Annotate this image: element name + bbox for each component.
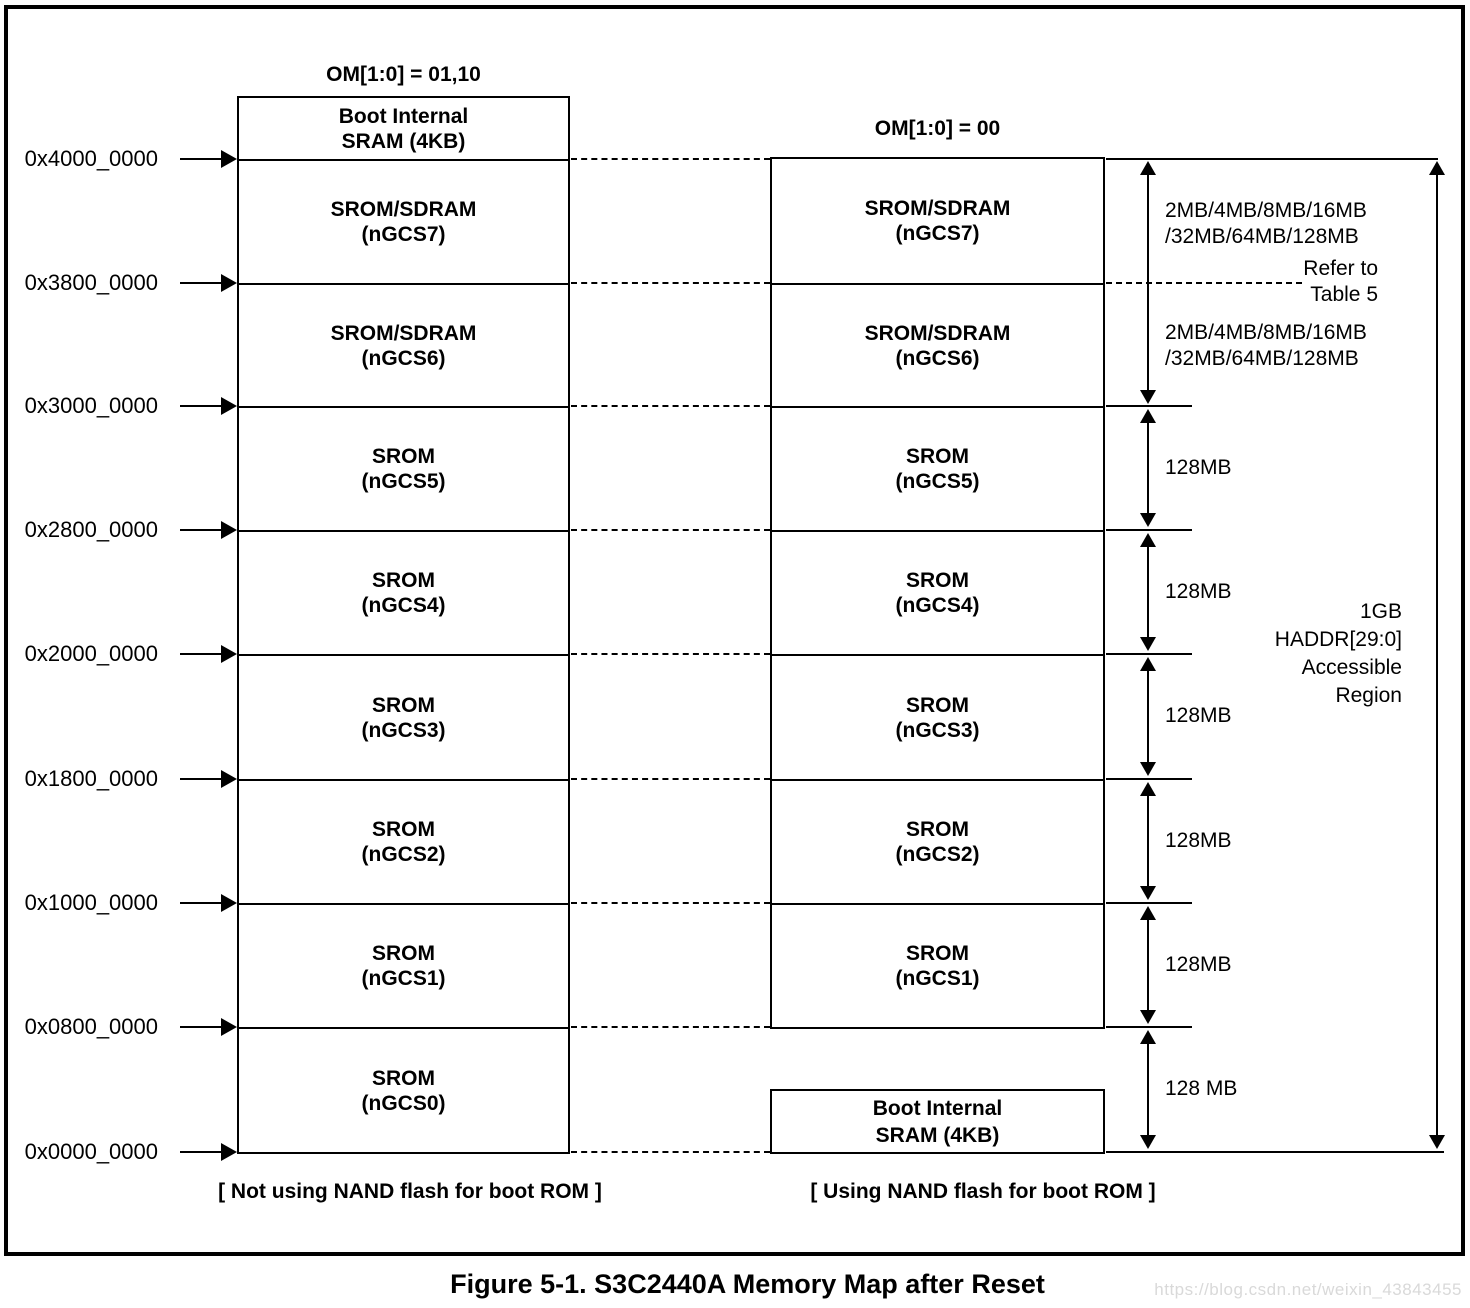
address-label-0x4000: 0x4000_0000 [24, 146, 158, 171]
dashed-boundary-line [571, 282, 770, 284]
watermark: https://blog.csdn.net/weixin_43843455 [1154, 1280, 1462, 1299]
dashed-boundary-line [571, 1026, 770, 1028]
size-tick-line [1106, 529, 1192, 531]
srom-size-note-ngcs1: 128MB [1165, 953, 1232, 976]
haddr-accessible-region-note: 1GB HADDR[29:0] Accessible Region [1274, 600, 1402, 707]
address-arrow-head [221, 521, 237, 539]
size-tick-line [1106, 1026, 1192, 1028]
address-label-0x2800: 0x2800_0000 [24, 517, 158, 542]
right-segment-ngcs6: SROM/SDRAM (nGCS6) [772, 283, 1103, 406]
srom-size-note-ngcs5: 128MB [1165, 456, 1232, 479]
srom-size-note-ngcs3: 128MB [1165, 704, 1232, 727]
right-map-header: OM[1:0] = 00 [874, 117, 1001, 140]
address-label-0x1000: 0x1000_0000 [24, 890, 158, 915]
size-arrow-ngcs1 [1140, 906, 1156, 1024]
address-arrow-head [221, 397, 237, 415]
size-tick-line [1106, 778, 1192, 780]
srom-size-note-ngcs4: 128MB [1165, 580, 1232, 603]
size-arrow-ngcs3 [1140, 657, 1156, 776]
size-arrow-ngcs4 [1140, 533, 1156, 651]
left-segment-ngcs0: SROM (nGCS0) [239, 1027, 568, 1152]
address-arrow-head [221, 894, 237, 912]
refer-table-note: Refer to Table 5 [1303, 257, 1378, 306]
size-arrow-ngcs2 [1140, 782, 1156, 900]
size-arrow-sdram-region [1140, 161, 1156, 404]
address-label-0x1800: 0x1800_0000 [24, 766, 158, 791]
address-arrow-shaft [180, 653, 222, 655]
address-arrow-shaft [180, 529, 222, 531]
address-arrow-head [221, 150, 237, 168]
srom-size-note-bottom: 128 MB [1165, 1077, 1238, 1100]
top-boundary-line [1106, 158, 1438, 160]
dashed-boundary-line [571, 529, 770, 531]
right-map-caption: [ Using NAND flash for boot ROM ] [810, 1180, 1156, 1203]
address-arrow-head [221, 1018, 237, 1036]
address-arrow-shaft [180, 282, 222, 284]
address-arrow-shaft [180, 902, 222, 904]
left-memory-map: Boot Internal SRAM (4KB) SROM/SDRAM (nGC… [237, 96, 570, 1154]
sdram-size-note-ngcs6: 2MB/4MB/8MB/16MB /32MB/64MB/128MB [1165, 321, 1367, 370]
left-segment-ngcs1: SROM (nGCS1) [239, 903, 568, 1027]
address-arrow-shaft [180, 158, 222, 160]
address-arrow-shaft [180, 778, 222, 780]
left-map-caption: [ Not using NAND flash for boot ROM ] [218, 1180, 602, 1203]
dashed-boundary-line [571, 778, 770, 780]
right-boot-sram-label: Boot Internal SRAM (4KB) [872, 1096, 1003, 1147]
sdram-size-note-ngcs7: 2MB/4MB/8MB/16MB /32MB/64MB/128MB [1165, 199, 1367, 248]
dashed-boundary-line [571, 1151, 770, 1153]
right-segment-ngcs2: SROM (nGCS2) [772, 779, 1103, 903]
address-label-0x3000: 0x3000_0000 [24, 393, 158, 418]
srom-size-note-ngcs2: 128MB [1165, 829, 1232, 852]
size-tick-line [1106, 902, 1192, 904]
address-arrow-head [221, 1143, 237, 1161]
left-boot-sram-box: Boot Internal SRAM (4KB) [338, 104, 469, 153]
address-arrow-head [221, 274, 237, 292]
right-segment-ngcs5: SROM (nGCS5) [772, 406, 1103, 530]
figure-border-frame [4, 5, 1465, 1256]
dashed-boundary-line [571, 158, 770, 160]
right-segment-ngcs4: SROM (nGCS4) [772, 530, 1103, 654]
dashed-boundary-line [571, 902, 770, 904]
size-tick-line [1106, 405, 1192, 407]
left-segment-ngcs4: SROM (nGCS4) [239, 530, 568, 654]
right-segment-ngcs7: SROM/SDRAM (nGCS7) [864, 197, 1011, 245]
address-label-0x3800: 0x3800_0000 [24, 270, 158, 295]
address-label-0x0000: 0x0000_0000 [24, 1139, 158, 1164]
address-arrow-shaft [180, 1026, 222, 1028]
bottom-boundary-line [1106, 1151, 1444, 1153]
address-label-0x0800: 0x0800_0000 [24, 1014, 158, 1039]
address-label-0x2000: 0x2000_0000 [24, 641, 158, 666]
address-arrow-shaft [180, 405, 222, 407]
left-segment-ngcs7: SROM/SDRAM (nGCS7) [239, 159, 568, 283]
right-segment-ngcs3: SROM (nGCS3) [772, 654, 1103, 779]
dashed-boundary-line [571, 653, 770, 655]
right-memory-map: SROM/SDRAM (nGCS7) SROM/SDRAM (nGCS6) SR… [770, 157, 1105, 1029]
left-segment-ngcs5: SROM (nGCS5) [239, 406, 568, 530]
left-segment-ngcs2: SROM (nGCS2) [239, 779, 568, 903]
address-arrow-head [221, 645, 237, 663]
left-segment-ngcs3: SROM (nGCS3) [239, 654, 568, 779]
left-segment-ngcs6: SROM/SDRAM (nGCS6) [239, 283, 568, 406]
size-arrow-ngcs5 [1140, 409, 1156, 527]
right-segment-ngcs1: SROM (nGCS1) [772, 903, 1103, 1027]
accessible-region-arrow [1429, 161, 1445, 1149]
address-arrow-head [221, 770, 237, 788]
address-arrow-shaft [180, 1151, 222, 1153]
size-arrow-ngcs0 [1140, 1030, 1156, 1149]
dashed-boundary-line [571, 405, 770, 407]
left-map-header: OM[1:0] = 01,10 [326, 63, 481, 86]
size-tick-line [1106, 653, 1192, 655]
figure-caption: Figure 5-1. S3C2440A Memory Map after Re… [450, 1269, 1045, 1299]
refer-dashed-line [1106, 282, 1302, 284]
right-boot-sram-box: Boot Internal SRAM (4KB) [770, 1089, 1105, 1154]
